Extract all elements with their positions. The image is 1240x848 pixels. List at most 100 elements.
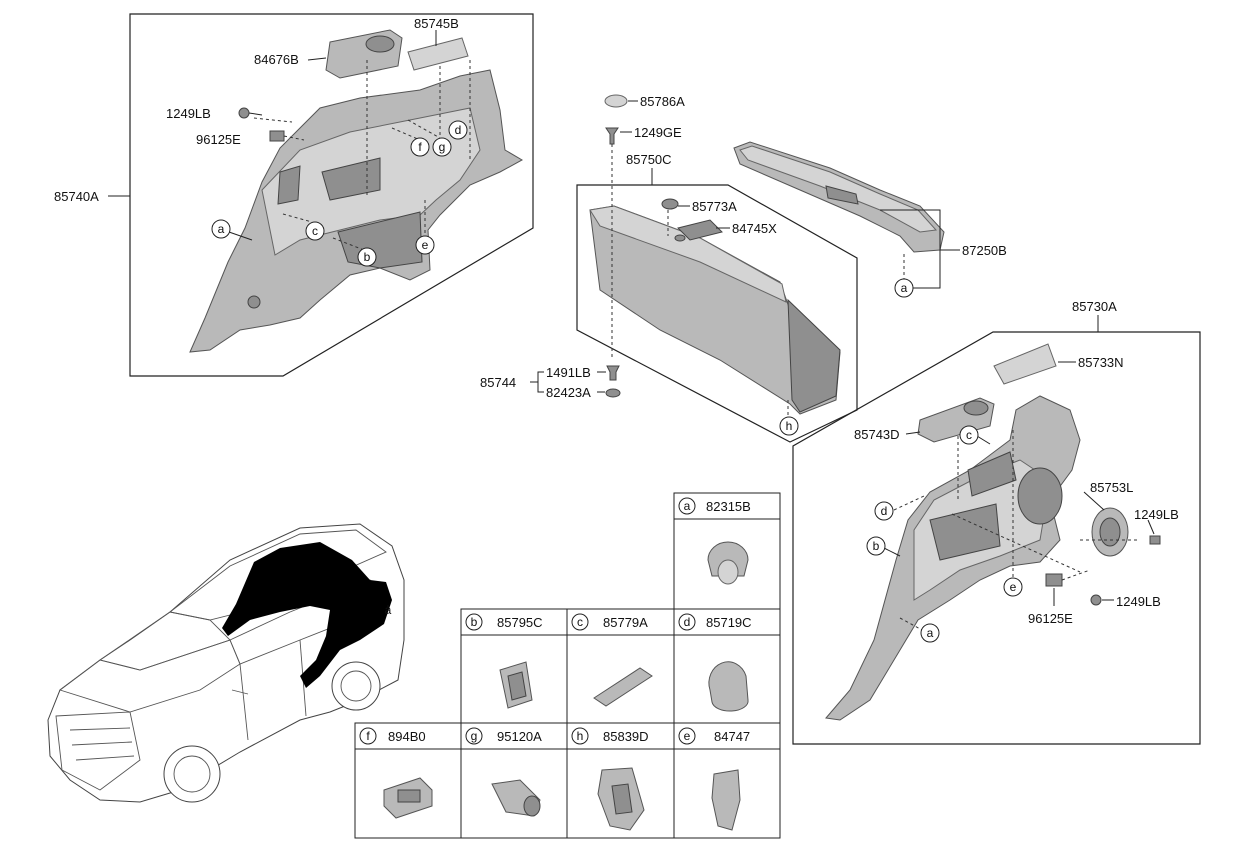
legend-d-circle (678, 613, 696, 631)
cup-holder-left (325, 29, 403, 79)
bolt-1491LB (606, 365, 620, 381)
screw-1249LB-right-2 (1090, 594, 1102, 606)
label-85773A: 85773A (692, 199, 737, 214)
right-trim-speaker-opening (1017, 467, 1063, 525)
cover-right-85733N (993, 343, 1057, 385)
vehicle-front-hub (173, 755, 211, 793)
vehicle-rear-hub (340, 670, 372, 702)
dash-left-10 (407, 119, 441, 139)
vehicle-mirror (231, 689, 249, 695)
legend-b-part: 85795C (497, 615, 543, 630)
leader-84676B (307, 57, 327, 61)
legend-b-letter: b (471, 615, 478, 629)
ref-letter-right-e: e (1010, 580, 1017, 594)
legend-a-part: 82315B (706, 499, 751, 514)
ref-circle-right-b (866, 536, 886, 556)
ref-letter-left-d: d (455, 123, 462, 137)
clip-82315B-head (717, 559, 739, 585)
label-85786A: 85786A (640, 94, 685, 109)
ref-letter-right-d: d (881, 504, 888, 518)
legend-g-circle (465, 727, 483, 745)
legend-h-circle (571, 727, 589, 745)
dash-right-4 (1061, 569, 1091, 581)
ref-letter-right-b: b (873, 539, 880, 553)
bracket-85744 (537, 371, 544, 393)
clip-96125E-right (1045, 573, 1063, 587)
legend-d-part: 85719C (706, 615, 752, 630)
ref-circle-left-f (410, 137, 430, 157)
vehicle-grille (55, 711, 141, 791)
legend-g-letter: g (471, 729, 478, 743)
label-1491LB: 1491LB (546, 365, 591, 380)
speaker-grille-center (1099, 517, 1121, 547)
label-84676B: 84676B (254, 52, 299, 67)
screw-1249LB-right (1149, 535, 1161, 545)
vehicle-front-wheel (163, 745, 221, 803)
label-84745X: 84745X (732, 221, 777, 236)
luggage-shelf-group: 85786A 1249GE 85750C 85773A 84745X h 857… (480, 94, 858, 443)
leader-right-b (883, 547, 901, 557)
label-96125E-right: 96125E (1028, 611, 1073, 626)
ref-letter-car-a: a (385, 603, 392, 617)
ref-letter-left-e: e (422, 238, 429, 252)
pad-85773A (661, 198, 679, 210)
grille-line-3 (75, 755, 135, 761)
ref-circle-left-c (305, 221, 325, 241)
ref-circle-right-a (920, 623, 940, 643)
label-85750C: 85750C (626, 152, 672, 167)
ref-letter-trim-a: a (901, 281, 908, 295)
ref-circle-left-g (432, 137, 452, 157)
part-894B0-slot (397, 789, 421, 803)
label-85753L: 85753L (1090, 480, 1133, 495)
legend-e-circle (678, 727, 696, 745)
left-panel-frame (129, 13, 534, 377)
legend-b-circle (465, 613, 483, 631)
leader-1249LB-right (1147, 519, 1155, 535)
ref-circle-left-d (448, 120, 468, 140)
ref-circle-right-d (874, 501, 894, 521)
washer-82423A (605, 388, 621, 398)
legend-c-circle (571, 613, 589, 631)
part-95120A-end (523, 795, 541, 817)
ref-circle-left-a (211, 219, 231, 239)
right-trim-lower-pocket (929, 503, 1001, 561)
legend-table: a 82315B b 85795C c 85779A d 85719C f 89… (354, 492, 781, 839)
clip-84747 (711, 769, 741, 831)
label-96125E-left: 96125E (196, 132, 241, 147)
ref-circle-right-e (1003, 577, 1023, 597)
bolt-1249GE (605, 127, 619, 145)
vehicle-roof (168, 529, 387, 621)
legend-f-part: 894B0 (388, 729, 426, 744)
legend-c-part: 85779A (603, 615, 648, 630)
highlighted-trim-area (222, 542, 392, 688)
right-trim-grille (967, 451, 1017, 497)
grille-line-1 (69, 727, 131, 731)
clip-82315B (707, 541, 749, 577)
left-quarter-trim-group: 85745B 84676B 1249LB 96125E 85740A a b c… (54, 13, 534, 377)
legend-h-letter: h (577, 729, 584, 743)
transverse-trim-group: 87250B a (733, 141, 1007, 298)
dash-right-7 (899, 617, 923, 631)
vehicle-rear-wheel (331, 661, 381, 711)
clip-85795C-inner (507, 671, 527, 701)
label-85743D: 85743D (854, 427, 900, 442)
screw-shank-left (248, 112, 263, 116)
pad-84745X (677, 219, 723, 241)
ref-circle-left-e (415, 235, 435, 255)
ref-letter-left-b: b (364, 250, 371, 264)
ref-letter-left-g: g (439, 140, 446, 154)
legend-d-letter: d (684, 615, 691, 629)
label-85744: 85744 (480, 375, 516, 390)
vehicle-locator-illustration: a (47, 523, 405, 803)
vehicle-hood (59, 639, 241, 713)
dash-left-9 (391, 127, 421, 141)
label-82423A: 82423A (546, 385, 591, 400)
legend-h-part: 85839D (603, 729, 649, 744)
left-trim-vent (277, 165, 301, 205)
left-trim-hole (247, 295, 261, 309)
label-1249LB-left: 1249LB (166, 106, 211, 121)
legend-c-letter: c (577, 615, 583, 629)
left-trim-pocket (321, 157, 381, 201)
clip-96125E-left (269, 130, 285, 142)
ref-letter-shelf-h: h (786, 419, 793, 433)
